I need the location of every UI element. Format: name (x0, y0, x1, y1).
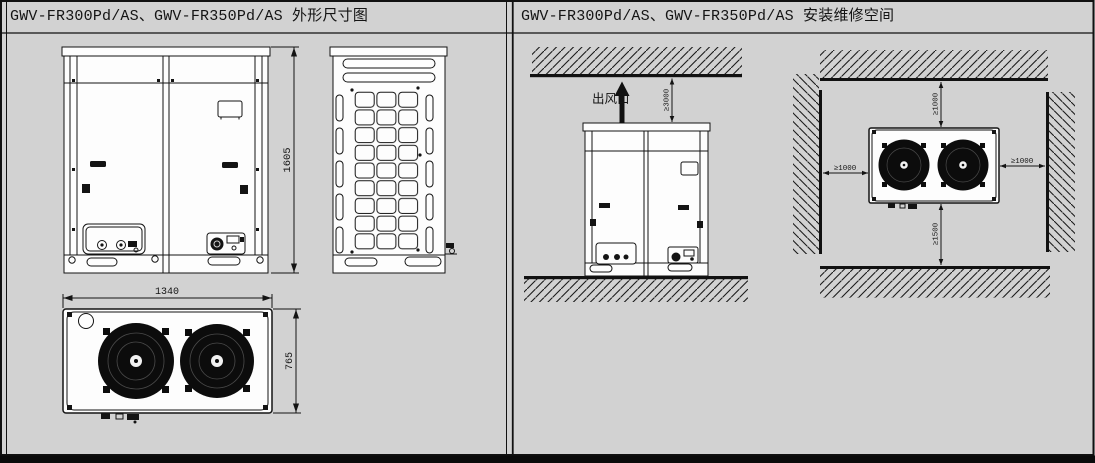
left-panel-title: GWV-FR300Pd/AS、GWV-FR350Pd/AS 外形尺寸图 (10, 8, 369, 25)
wall-left (793, 74, 822, 254)
handle-slot (342, 58, 436, 69)
bottom-fittings (888, 203, 917, 209)
fan-left (878, 139, 930, 191)
base-slots (68, 255, 264, 267)
dim-top-clearance: ≥3000 (664, 78, 675, 122)
dim-back-clearance: ≥1000 (933, 82, 944, 127)
fan-left (98, 323, 174, 399)
dim-depth-label: 765 (285, 352, 296, 370)
top-clearance-label: ≥3000 (664, 88, 672, 111)
dim-width: 1340 (62, 287, 273, 308)
side-louvers (335, 94, 434, 254)
screws (72, 79, 259, 231)
bottom-fittings (101, 413, 139, 424)
top-view (62, 308, 273, 424)
valve-box (206, 232, 246, 255)
handle-slot (342, 72, 436, 83)
nameplate (217, 100, 243, 120)
vent-right (222, 162, 238, 168)
bottom-border-bar (0, 455, 1095, 463)
dim-left-clearance: ≥1000 (823, 165, 868, 176)
unit-elevation (582, 122, 711, 277)
front-clearance-label: ≥1500 (933, 222, 941, 245)
ceiling (530, 47, 742, 78)
air-outlet-label: 出风口 (592, 92, 630, 107)
up-arrow-icon (614, 81, 630, 123)
base-slots (344, 256, 442, 267)
lift-hole (78, 313, 94, 329)
fan-right (937, 139, 989, 191)
coil-guard-grid (354, 91, 420, 251)
floor (524, 276, 748, 302)
wall-back (820, 50, 1048, 81)
right-clearance-label: ≥1000 (1011, 158, 1034, 166)
dim-height-label: 1605 (282, 147, 294, 172)
stop-valve (445, 243, 457, 255)
fan-right (180, 324, 254, 398)
back-clearance-label: ≥1000 (933, 92, 941, 115)
vent-left (90, 161, 106, 167)
dim-depth: 765 (273, 308, 301, 414)
dim-width-label: 1340 (155, 287, 179, 298)
install-side-view: 出风口 ≥3000 (524, 47, 748, 302)
wall-front (820, 266, 1050, 298)
install-plan-view: ≥1000 ≥1500 ≥1000 ≥1000 (793, 50, 1075, 298)
dim-front-clearance: ≥1500 (933, 204, 944, 265)
right-panel-title: GWV-FR300Pd/AS、GWV-FR350Pd/AS 安装维修空间 (521, 8, 895, 25)
pipe-ports-panel (82, 223, 146, 255)
dim-height: 1605 (271, 46, 299, 274)
wall-right (1046, 92, 1075, 252)
unit-plan (868, 127, 1000, 209)
front-view (61, 46, 271, 274)
dim-right-clearance: ≥1000 (1000, 158, 1045, 169)
side-view (329, 46, 457, 274)
left-clearance-label: ≥1000 (834, 165, 857, 173)
corner-brackets (67, 312, 268, 410)
